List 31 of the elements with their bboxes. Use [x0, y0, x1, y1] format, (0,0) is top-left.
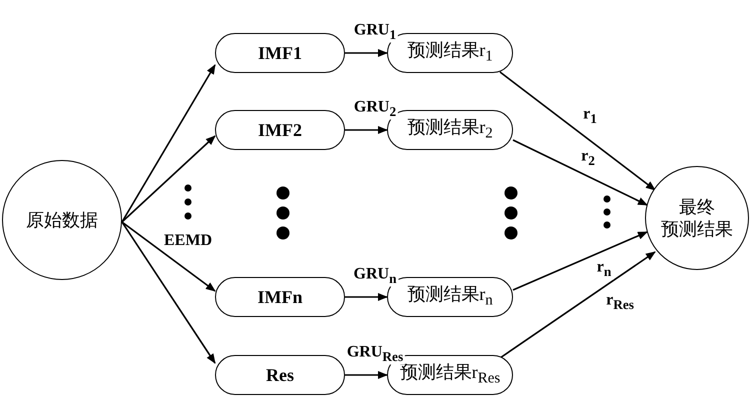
node-text: 最终预测结果: [660, 196, 734, 240]
edge-label: GRU$_{2}$: [352, 98, 398, 120]
arrow: [512, 231, 648, 291]
node-text: 预测结果r$_{2}$: [407, 116, 493, 144]
rounded-box: [215, 277, 345, 317]
edge-label: GRU$_{Res}$: [344, 344, 406, 364]
arrow: [500, 251, 656, 359]
node-text: IMF1: [258, 42, 302, 64]
arrow: [121, 222, 216, 364]
rounded-box: [215, 110, 345, 150]
rounded-box: [215, 33, 345, 73]
node-text: 预测结果r$_{n}$: [407, 283, 493, 311]
node-text: 预测结果r$_{Res}$: [400, 362, 500, 389]
arrow: [512, 139, 648, 206]
node-text: 预测结果r$_{1}$: [407, 39, 493, 67]
rounded-box: [387, 277, 513, 317]
arrow: [345, 371, 388, 379]
edge-label: GRU$_{n}$: [352, 266, 398, 286]
node-text: Res: [266, 364, 294, 386]
arrow: [121, 135, 216, 223]
arrow: [345, 49, 388, 57]
arrow: [121, 64, 216, 222]
arrow: [500, 71, 656, 191]
rounded-box: [215, 355, 345, 395]
edge-label: GRU$_{1}$: [352, 22, 398, 42]
node-text: IMFn: [258, 286, 302, 308]
node-text: IMF2: [258, 118, 302, 142]
arrow: [345, 126, 388, 134]
arrow: [345, 293, 388, 301]
node-text: 原始数据: [26, 208, 98, 232]
arrow: [122, 221, 216, 292]
